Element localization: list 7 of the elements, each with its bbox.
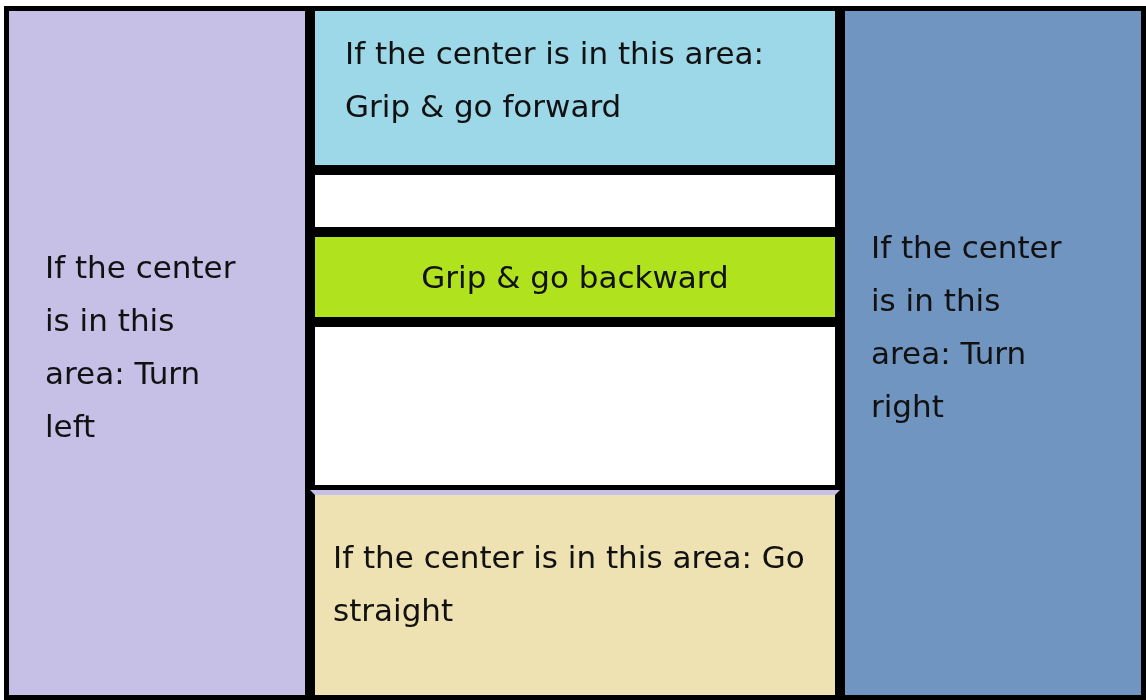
area-instruction: If the center is in this area: Go straight [333, 538, 806, 630]
area-instruction: If the center is in this area: Grip & go forward [345, 34, 765, 126]
left-area [4, 6, 310, 700]
right-area [840, 6, 1146, 700]
area-instruction: If the center is in this area: Turn left [45, 248, 237, 446]
area-instruction: Grip & go backward [420, 258, 730, 297]
area-instruction: If the center is in this area: Turn right [871, 228, 1063, 426]
